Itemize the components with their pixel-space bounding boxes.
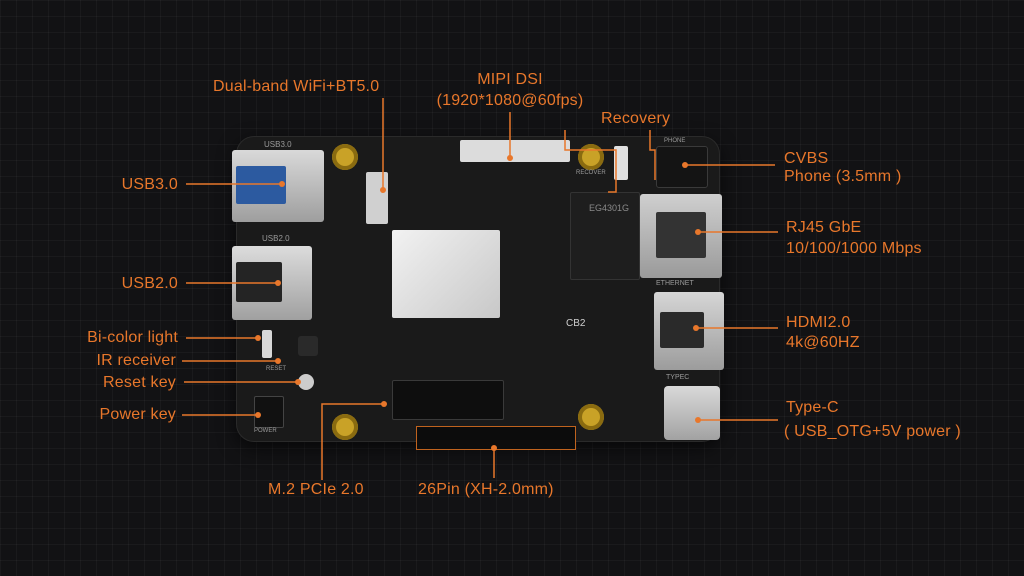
label-hdmi-line2: 4k@60HZ [786, 334, 860, 351]
label-mipi-line2: (1920*1080@60fps) [436, 92, 584, 109]
power-button [254, 396, 284, 428]
audio-jack [656, 146, 708, 188]
line-recovery-b [649, 130, 656, 180]
mounting-hole-top-right [578, 144, 604, 170]
usb2-tongue [236, 262, 282, 302]
label-cvbs-line2: Phone (3.5mm ) [784, 168, 902, 185]
label-hdmi-line1: HDMI2.0 [786, 314, 851, 331]
m2-slot [392, 380, 504, 420]
reset-button [298, 374, 314, 390]
silk-recover: RECOVER [576, 170, 606, 176]
label-wifi: Dual-band WiFi+BT5.0 [213, 78, 380, 95]
label-reset: Reset key [103, 374, 176, 391]
silk-usb2: USB2.0 [262, 234, 290, 243]
label-cvbs-line1: CVBS [784, 150, 829, 167]
rj45-opening [656, 212, 706, 258]
mipi-dsi-connector [460, 140, 570, 162]
label-usb2: USB2.0 [121, 275, 178, 292]
label-power: Power key [99, 406, 176, 423]
usb3-tongue [236, 166, 286, 204]
silk-phone: PHONE [664, 138, 686, 144]
line-recovery [564, 130, 617, 193]
label-typec-line2: ( USB_OTG+5V power ) [784, 423, 961, 440]
silk-typec: TYPEC [666, 374, 690, 381]
soc-heat-shield [392, 230, 500, 318]
recovery-button [614, 146, 628, 180]
line-m2 [321, 403, 384, 480]
silk-reset: RESET [266, 366, 287, 372]
silk-power: POWER [254, 428, 277, 434]
ram-chip-marking: EG4301G [589, 203, 630, 213]
mounting-hole-bottom-left [332, 414, 358, 440]
silk-cb2: CB2 [566, 318, 586, 329]
silk-ethernet: ETHERNET [656, 280, 694, 287]
label-mipi-line1: MIPI DSI [477, 71, 543, 88]
label-typec-line1: Type-C [786, 399, 839, 416]
typec-port [664, 386, 720, 440]
label-ir: IR receiver [96, 352, 176, 369]
ir-receiver [298, 336, 318, 356]
mounting-hole-top-left [332, 144, 358, 170]
label-recovery: Recovery [601, 110, 671, 127]
label-m2: M.2 PCIe 2.0 [268, 481, 364, 498]
bicolor-led [262, 330, 272, 358]
silk-usb3: USB3.0 [264, 140, 292, 149]
mounting-hole-bottom-right [578, 404, 604, 430]
label-rj45-line1: RJ45 GbE [786, 219, 862, 236]
pcb-board: EG4301G USB3.0 USB2.0 ETHERNET TYPEC REC… [232, 136, 724, 450]
label-rj45-line2: 10/100/1000 Mbps [786, 240, 922, 257]
label-26pin: 26Pin (XH-2.0mm) [418, 481, 554, 498]
label-bicolor: Bi-color light [87, 329, 178, 346]
label-usb3: USB3.0 [121, 176, 178, 193]
ram-chip: EG4301G [570, 192, 640, 280]
